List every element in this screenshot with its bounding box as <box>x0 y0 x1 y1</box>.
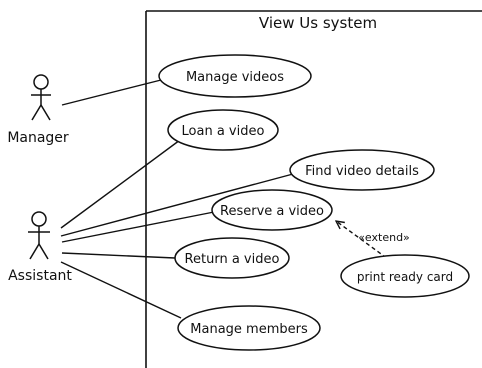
extend-arrow <box>336 221 393 263</box>
use-case-label: Find video details <box>305 164 419 179</box>
association-manager-manage-videos <box>61 79 162 106</box>
use-case-label: print ready card <box>357 270 453 284</box>
association-assistant-reserve-a-video <box>61 211 215 243</box>
use-case-manage-videos: Manage videos <box>158 54 312 98</box>
use-case-label: Return a video <box>185 252 280 267</box>
use-case-return-a-video: Return a video <box>174 237 290 279</box>
association-assistant-return-a-video <box>61 252 176 259</box>
use-case-reserve-a-video: Reserve a video <box>211 189 333 231</box>
use-case-find-video-details: Find video details <box>289 149 435 191</box>
use-case-manage-members: Manage members <box>177 305 321 351</box>
use-case-label: Loan a video <box>182 124 265 139</box>
association-assistant-find-video-details <box>60 173 294 237</box>
association-assistant-loan-a-video <box>60 139 181 229</box>
use-case-label: Reserve a video <box>220 204 324 219</box>
actor-manager-label: Manager <box>7 130 69 146</box>
use-case-label: Manage videos <box>186 70 284 85</box>
actor-assistant-label: Assistant <box>8 268 72 284</box>
use-case-print-ready-card: print ready card <box>340 254 470 298</box>
actor-manager <box>31 74 51 121</box>
system-title: View Us system <box>259 14 377 32</box>
extend-label: «extend» <box>358 231 410 244</box>
actor-assistant <box>28 211 50 260</box>
system-boundary: View Us system <box>145 10 482 368</box>
use-case-label: Manage members <box>190 322 308 337</box>
association-assistant-manage-members <box>60 261 182 319</box>
use-case-loan-a-video: Loan a video <box>167 109 279 151</box>
